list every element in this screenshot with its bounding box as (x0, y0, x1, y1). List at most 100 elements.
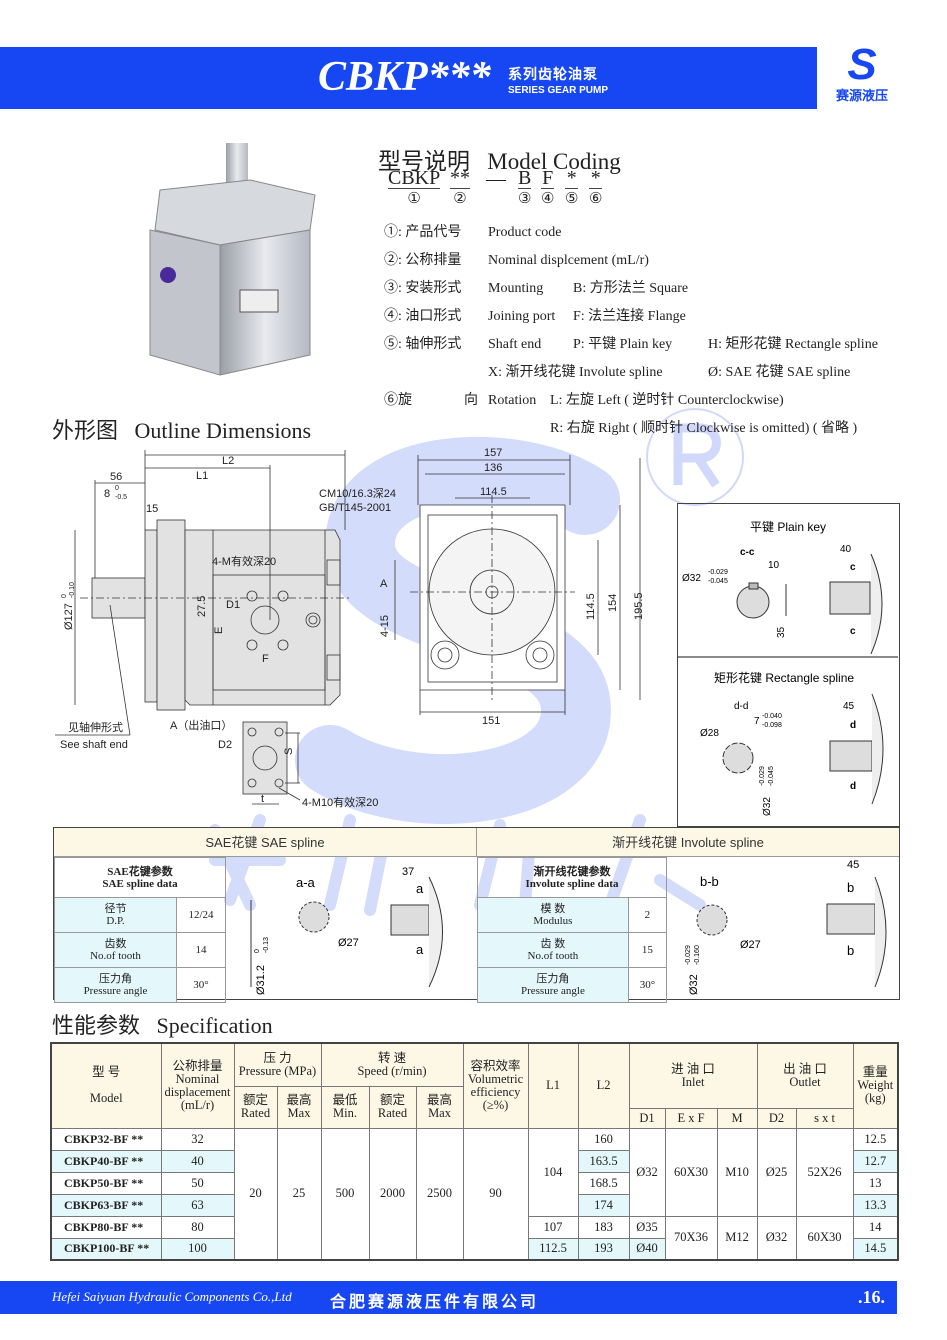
cell-disp: 80 (160, 1215, 235, 1239)
pump-photo (149, 143, 316, 376)
pump-body-side (184, 529, 341, 706)
dim-tol: -0.10 (69, 582, 76, 598)
col-d1: D1 (628, 1107, 666, 1129)
dim-tol: -0.045 (768, 766, 775, 786)
dim-spline-width: 7 (754, 716, 760, 727)
code-part: B (518, 167, 532, 189)
dim-l2: L2 (222, 455, 234, 467)
coding-item-en: Mounting (488, 281, 544, 296)
shaft-end-drawings: 平键 Plain key c-c 10 Ø32 -0.029 -0.045 35… (678, 520, 900, 816)
code-num: ④ (541, 191, 555, 207)
code-num: ⑤ (565, 191, 579, 207)
cell-disp: 100 (160, 1237, 235, 1261)
see-shaft-en: See shaft end (60, 739, 128, 751)
cell-s-max: 2500 (415, 1127, 464, 1261)
dim-tol: 0 (61, 594, 68, 598)
dim-d1: D1 (226, 599, 240, 611)
cell-eff: 90 (462, 1127, 529, 1261)
coding-item-cn: 向 (464, 393, 478, 408)
cell-l2: 193 (577, 1237, 630, 1261)
dim-151: 151 (482, 715, 500, 727)
dim-157: 157 (484, 447, 502, 459)
coding-option: B: 方形法兰 Square (573, 281, 689, 296)
coding-option: F: 法兰连接 Flange (573, 309, 686, 324)
cell-disp: 40 (160, 1149, 235, 1173)
plain-key-section (736, 585, 770, 619)
outlet-bolt-spec: 4-M10有效深20 (302, 795, 378, 809)
cell-sxt: 60X30 (795, 1215, 854, 1261)
see-shaft-cn: 见轴伸形式 (68, 720, 123, 734)
coding-item-en: Product code (488, 225, 562, 240)
code-part: CBKP (388, 167, 441, 189)
dim-27-5: 27.5 (196, 596, 208, 617)
logo-mark: S (847, 40, 877, 89)
dim-8: 8 (104, 488, 110, 500)
involute-spline-section (696, 904, 728, 936)
dim-tol: -0.029 (708, 569, 728, 576)
param-value: 30° (175, 967, 227, 1003)
cell-l2: 174 (577, 1193, 630, 1217)
company-logo: S 赛源液压 (822, 42, 902, 112)
shaft-end-box: 平键 Plain key c-c 10 Ø32 -0.029 -0.045 35… (677, 503, 900, 827)
cell-d2: Ø32 (756, 1215, 797, 1261)
dim-tol: -0.040 (762, 713, 782, 720)
footer-bar: Hefei Saiyuan Hydraulic Components Co.,L… (0, 1281, 897, 1314)
param-value: 30° (627, 967, 668, 1003)
rect-spline-title: 矩形花键 Rectangle spline (714, 670, 854, 685)
heading-cn: 型号说明 (378, 149, 470, 174)
cell-disp: 63 (160, 1193, 235, 1217)
heading-en: Model Coding (487, 149, 621, 174)
table-row: CBKP100-BF ** 100 112.5 193 Ø40 14.5 (50, 1237, 899, 1261)
coding-option: X: 渐开线花键 Involute spline (488, 365, 663, 380)
cell-sxt: 52X26 (795, 1127, 854, 1217)
section-mark: d (850, 720, 856, 731)
cell-l1: 107 (527, 1215, 579, 1239)
dim-35: 35 (776, 626, 787, 638)
section-label: a-a (296, 875, 316, 890)
spline-section: SAE花键 SAE spline 渐开线花键 Involute spline S… (53, 827, 900, 1003)
subtitle-cn: 系列齿轮油泵 (508, 66, 598, 82)
code-num: ② (453, 191, 467, 207)
coding-item: ④: 油口形式 (384, 309, 462, 324)
col-m: M (716, 1107, 758, 1129)
plain-key-title: 平键 Plain key (750, 520, 826, 534)
cell-weight: 12.7 (852, 1149, 899, 1173)
involute-spline-title: 渐开线花键 Involute spline (477, 828, 899, 857)
dim-diameter: Ø32 (762, 797, 773, 816)
dim-tol: -0.029 (759, 766, 766, 786)
col-d2: D2 (756, 1107, 797, 1129)
dim-tol: -0.160 (694, 945, 701, 965)
cell-exf: 60X30 (664, 1127, 718, 1217)
pump-nameplate (239, 289, 279, 313)
cell-model: CBKP100-BF ** (50, 1237, 162, 1261)
coding-item-en: Joining port (488, 309, 556, 324)
view-a-label: A (380, 578, 388, 590)
coding-item: ①: 产品代号 (384, 225, 462, 240)
coding-item: ②: 公称排量 (384, 253, 462, 268)
dim-tol: -0.098 (762, 722, 782, 729)
cell-s-min: 500 (320, 1127, 370, 1261)
param-value: 15 (627, 932, 668, 968)
col-l2: L2 (577, 1042, 630, 1129)
cell-weight: 14 (852, 1215, 899, 1239)
cell-disp: 50 (160, 1171, 235, 1195)
header-bar: CBKP*** 系列齿轮油泵 SERIES GEAR PUMP (0, 47, 817, 109)
cell-weight: 13 (852, 1171, 899, 1195)
param-value: 14 (175, 932, 227, 968)
standard-spec: GB/T145-2001 (319, 502, 391, 514)
rect-spline-section (722, 742, 754, 774)
inlet-port (250, 605, 280, 635)
outline-heading: 外形图 Outline Dimensions (52, 418, 312, 443)
cell-s-rated: 2000 (368, 1127, 417, 1261)
